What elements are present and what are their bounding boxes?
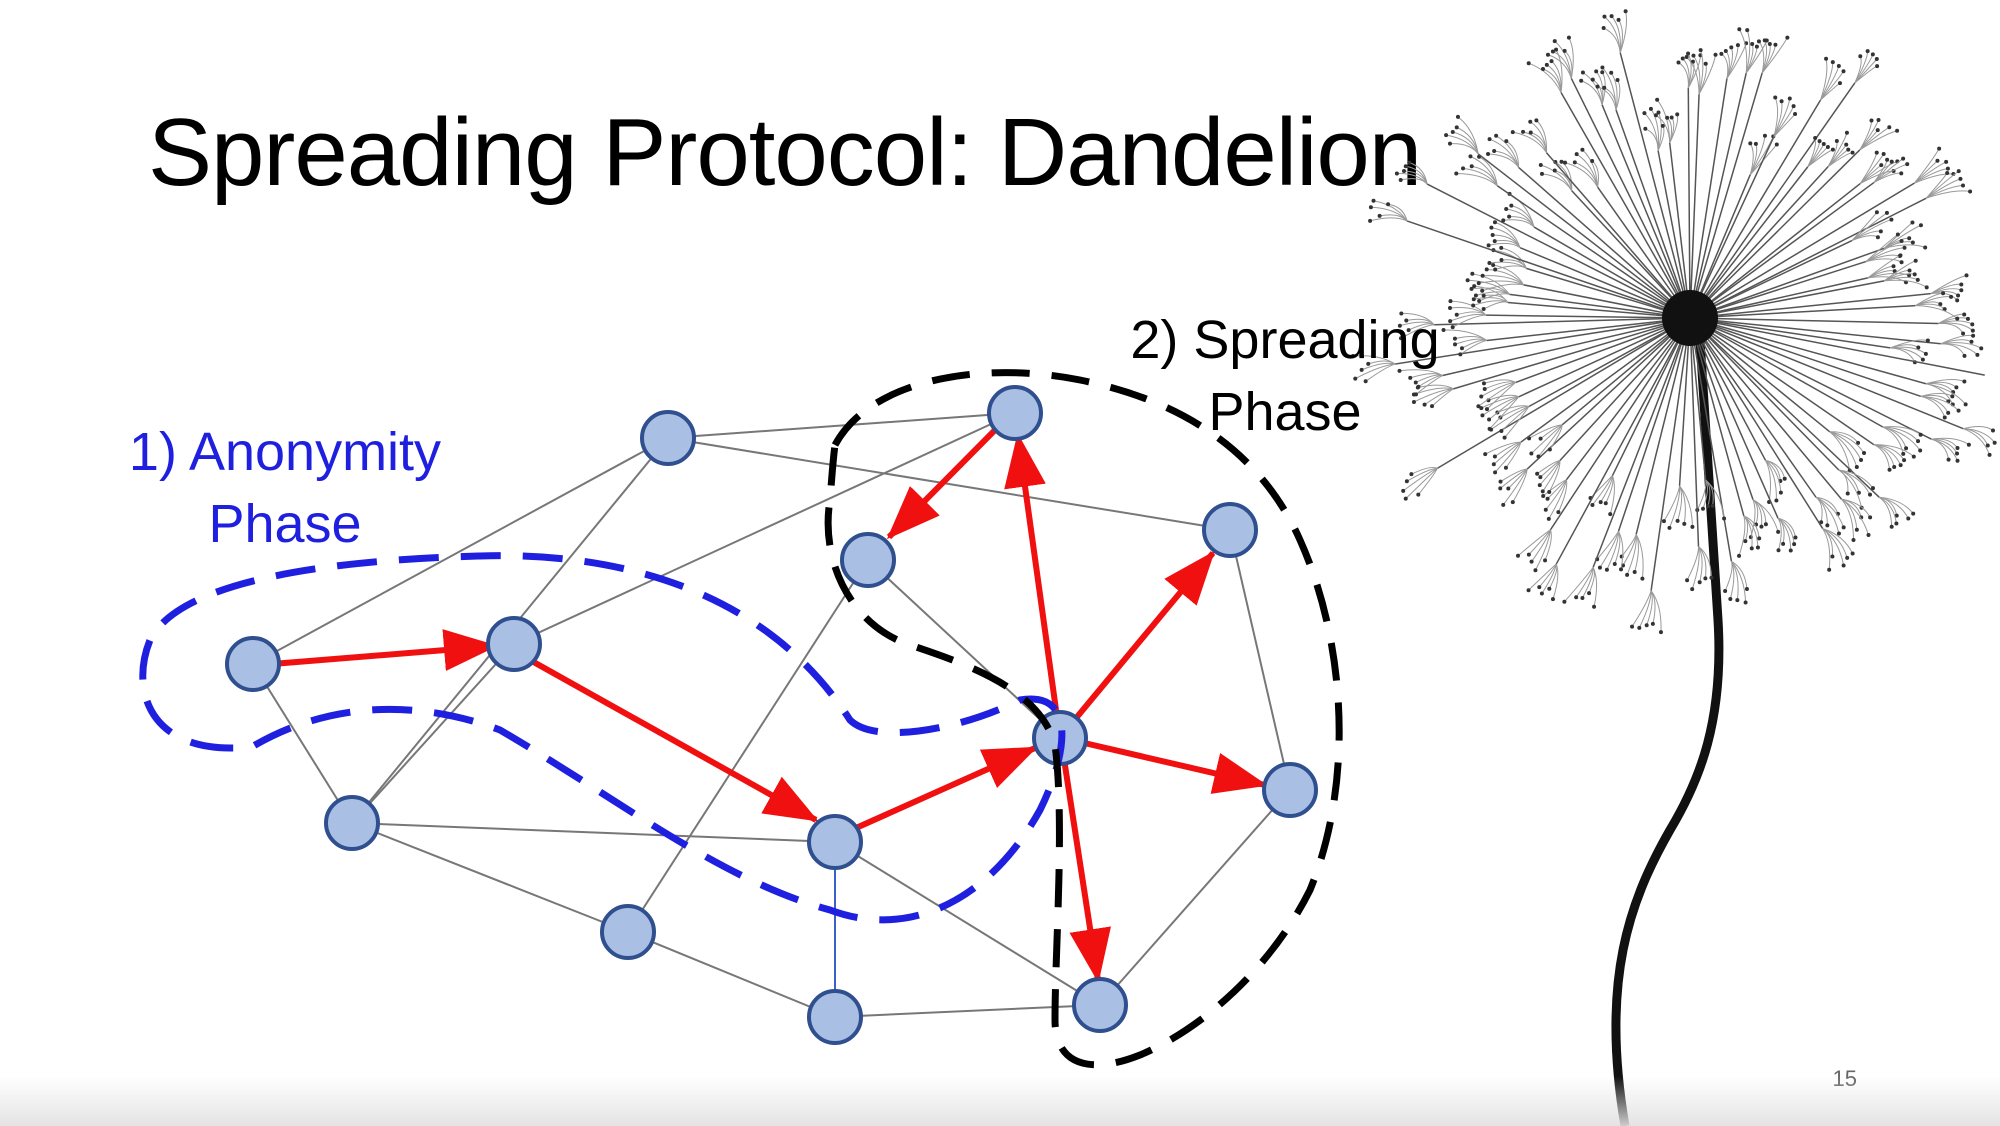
edge [834,841,1101,1006]
node [1202,502,1258,558]
edge [252,437,669,665]
node [600,904,656,960]
node [225,636,281,692]
arrow-3 [854,745,1038,831]
node [807,814,863,870]
node [807,989,863,1045]
anonymity-phase-label: 1) Anonymity Phase [110,416,460,560]
message-path-arrows [271,425,1268,983]
dandelion-core [1662,290,1718,346]
dandelion-image [1350,9,1997,1126]
anonymity-phase-region [139,552,1066,924]
edge [513,412,1016,645]
arrow-4 [1004,433,1060,718]
spreading-phase-label: 2) Spreading Phase [1100,304,1470,448]
edge [667,412,1016,439]
edge [627,931,836,1018]
node [640,410,696,466]
edge [351,643,515,824]
arrow-5 [886,425,1000,540]
edge [252,663,353,824]
edge [351,822,629,933]
spreading-phase-label-line2: Phase [1208,382,1362,442]
arrow-7 [1079,739,1268,794]
edge [627,559,869,933]
dandelion-stem [1611,339,1724,1126]
arrow-8 [1061,758,1112,983]
spreading-phase-label-line1: 2) Spreading [1130,310,1440,370]
arrow-1 [271,629,498,672]
bottom-shadow [0,1076,2000,1126]
edge [667,437,1231,531]
node [987,385,1043,441]
node [324,795,380,851]
node [1072,977,1128,1033]
arrow-6 [1069,550,1216,725]
node [1262,762,1318,818]
arrow-2 [528,657,819,823]
edge [834,1004,1101,1018]
node [840,532,896,588]
graph-edges [252,412,1291,1018]
anonymity-phase-label-line2: Phase [208,494,362,554]
slide-title: Spreading Protocol: Dandelion [148,99,1422,206]
spreading-phase-region [824,369,1343,1069]
node [486,616,542,672]
anonymity-phase-label-line1: 1) Anonymity [128,422,442,482]
edge [867,559,1061,739]
edge [1099,789,1291,1006]
edge [351,822,836,843]
edge [1229,529,1291,791]
